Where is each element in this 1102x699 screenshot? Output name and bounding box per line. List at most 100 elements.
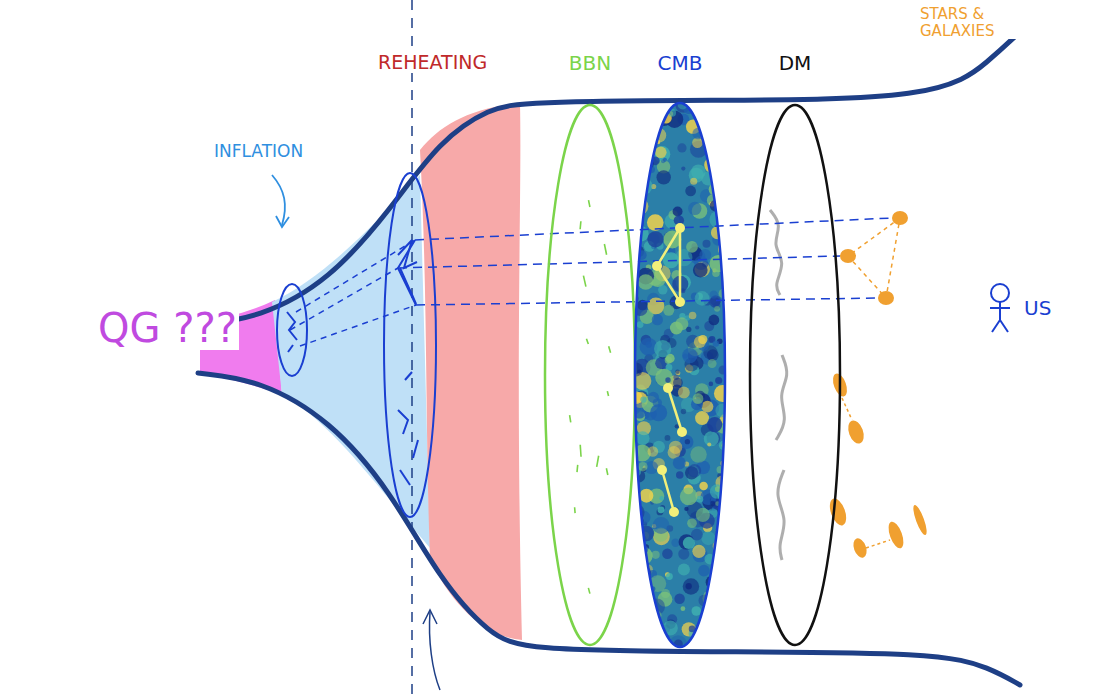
- cmb-spot: [691, 164, 706, 179]
- cmb-spot: [675, 424, 679, 428]
- nucleosynthesis-mark: [586, 339, 588, 344]
- cmb-spot: [714, 306, 720, 312]
- correlation-line: [290, 268, 398, 330]
- cmb-spot: [635, 618, 639, 622]
- cmb-spot: [695, 411, 709, 425]
- perturbation-scribble: [398, 410, 408, 434]
- cmb-spot: [627, 115, 641, 129]
- cmb-spot: [655, 146, 667, 158]
- nucleosynthesis-mark: [579, 445, 581, 457]
- cmb-spot: [696, 508, 710, 522]
- cmb-spot: [717, 163, 730, 176]
- cmb-spot: [713, 340, 719, 346]
- cmb-spot: [635, 143, 641, 149]
- galaxy: [878, 291, 894, 305]
- cmb-map: [624, 97, 735, 660]
- inflation-leader: [272, 175, 285, 225]
- cmb-spot: [647, 231, 663, 247]
- nucleosynthesis-mark: [579, 221, 581, 229]
- cmb-point: [675, 223, 685, 233]
- cmb-spot: [713, 141, 724, 152]
- correlation-line: [398, 256, 840, 268]
- cmb-spot: [715, 377, 722, 384]
- nucleosynthesis-mark: [597, 456, 599, 467]
- cmb-spot: [698, 634, 713, 649]
- cmb-spot: [647, 646, 653, 652]
- cmb-spot: [678, 387, 690, 399]
- cmb-spot: [636, 174, 648, 186]
- cmb-spot: [665, 377, 670, 382]
- cmb-spot: [716, 601, 724, 609]
- cmb-spot: [675, 249, 692, 266]
- cmb-spot: [707, 442, 711, 446]
- cmb-spot: [681, 606, 686, 611]
- cmb-spot: [647, 133, 654, 140]
- epoch-ellipse-frame: [542, 102, 638, 648]
- observer-head: [991, 284, 1009, 302]
- epoch-label: CMB: [656, 52, 705, 74]
- dark-matter-structure: [778, 470, 784, 560]
- cmb-spot: [701, 531, 715, 545]
- cmb-spot: [716, 110, 729, 123]
- nucleosynthesis-mark: [604, 244, 606, 255]
- cmb-spot: [709, 315, 720, 326]
- cmb-epoch: CMB: [632, 52, 728, 650]
- cmb-spot: [638, 199, 643, 204]
- epoch-ellipse-frame: [747, 102, 843, 648]
- cmb-spot: [659, 496, 664, 501]
- cmb-spot: [722, 575, 730, 583]
- cmb-spot: [710, 501, 715, 506]
- cmb-spot: [712, 270, 719, 277]
- cmb-spot: [699, 482, 708, 491]
- cmb-spot: [646, 614, 658, 626]
- nucleosynthesis-mark: [576, 465, 578, 472]
- cmb-spot: [652, 314, 663, 325]
- nucleosynthesis-mark: [607, 391, 608, 396]
- cmb-spot: [630, 108, 646, 124]
- cmb-spot: [715, 606, 728, 619]
- perturbation-scribble: [400, 470, 410, 485]
- cmb-spot: [639, 526, 655, 542]
- cmb-spot: [701, 401, 713, 413]
- cmb-spot: [655, 627, 662, 634]
- cmb-spot: [711, 108, 716, 113]
- perturbation-scribble: [405, 372, 412, 380]
- cmb-spot: [630, 635, 644, 649]
- cmb-spot: [685, 439, 690, 444]
- correlation-line: [416, 298, 878, 305]
- cmb-spot: [695, 325, 699, 329]
- cmb-spot: [638, 574, 648, 584]
- cmb-spot: [647, 101, 652, 106]
- cmb-spot: [674, 593, 684, 603]
- nucleosynthesis-mark: [570, 415, 571, 422]
- quantum-gravity-label: QG ???: [96, 306, 239, 350]
- nucleosynthesis-mark: [609, 346, 611, 352]
- cmb-correlation: [662, 470, 674, 512]
- cmb-spot: [707, 616, 714, 623]
- cmb-spot: [652, 551, 660, 559]
- dark-matter-structure: [776, 355, 787, 440]
- nucleosynthesis-mark: [588, 588, 590, 594]
- cmb-spot: [650, 404, 667, 421]
- galaxy-link: [866, 540, 890, 548]
- cmb-spot: [639, 489, 653, 503]
- cmb-spot: [689, 312, 697, 320]
- cmb-spot: [720, 537, 730, 547]
- cmb-spot: [663, 158, 667, 162]
- us-label: US: [1022, 297, 1053, 319]
- cmb-spot: [710, 113, 721, 124]
- cmb-spot: [636, 431, 650, 445]
- cmb-spot: [678, 548, 689, 559]
- cmb-spot: [673, 456, 686, 469]
- cmb-spot: [661, 104, 667, 110]
- cmb-spot: [678, 563, 690, 575]
- cmb-point: [652, 261, 662, 271]
- perturbation-scribble: [413, 440, 418, 458]
- small-horizon-ellipse: [277, 284, 307, 376]
- cmb-spot: [692, 545, 705, 558]
- nucleosynthesis-mark: [583, 276, 586, 287]
- cmb-spot: [706, 639, 716, 649]
- cmb-spot: [632, 594, 647, 609]
- end-of-inflation-line: [411, 0, 413, 699]
